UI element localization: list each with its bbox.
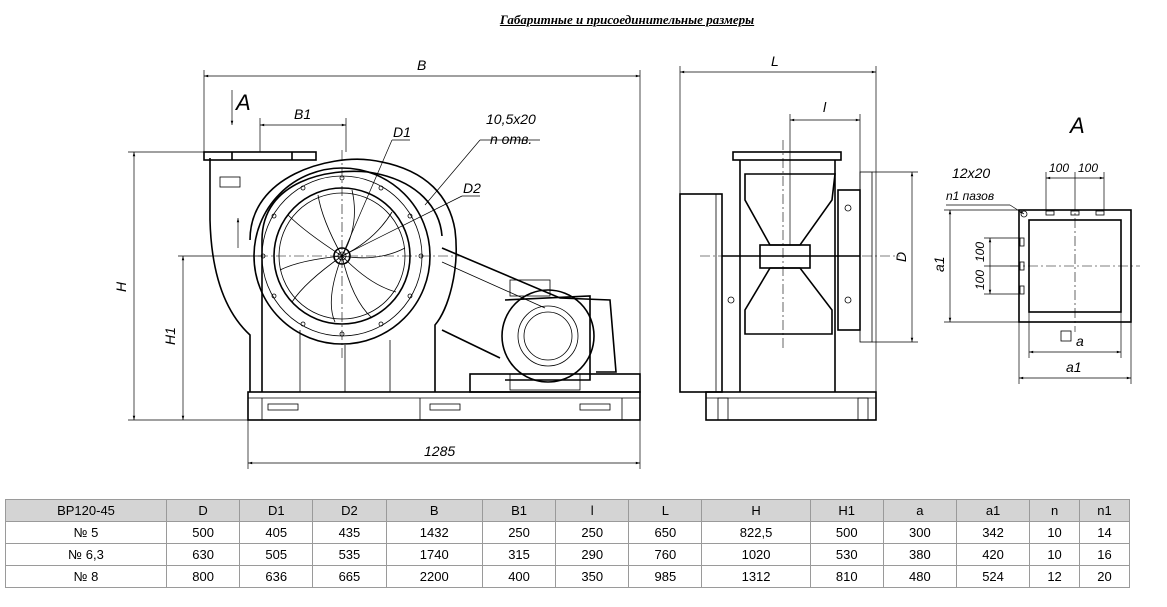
dim-l-upper-label: L (771, 53, 779, 69)
table-cell: 810 (809, 565, 884, 588)
impeller (240, 150, 460, 360)
table-cell: 665 (312, 565, 387, 588)
table-cell: 500 (809, 521, 884, 544)
col-header-d: D (165, 499, 241, 522)
view-a-dimensions (944, 172, 1132, 384)
table-row: № 5 500 405 435 1432 250 250 650 822,5 5… (5, 521, 1130, 544)
col-header-l: L (628, 499, 703, 522)
col-header-n1: n1 (1079, 499, 1130, 522)
dimensions-table: ВР120-45 D D1 D2 B B1 l L H H1 a a1 n n1… (5, 499, 1130, 588)
table-cell: 505 (239, 543, 314, 566)
table-cell: 10 (1029, 543, 1080, 566)
table-cell: 650 (628, 521, 703, 544)
table-cell: 405 (239, 521, 314, 544)
fan-housing (203, 151, 457, 392)
table-cell: 1020 (701, 543, 811, 566)
table-cell: 380 (882, 543, 957, 566)
flange (1010, 200, 1140, 342)
table-cell: 435 (312, 521, 387, 544)
table-cell: 342 (955, 521, 1031, 544)
hole-count-label: n отв. (490, 131, 532, 147)
col-header-h: H (701, 499, 811, 522)
table-cell: 800 (165, 565, 241, 588)
table-cell: 985 (628, 565, 703, 588)
dim-h1-label: H1 (162, 327, 178, 345)
col-header-d1: D1 (239, 499, 314, 522)
table-cell: 630 (165, 543, 241, 566)
col-header-d2: D2 (312, 499, 387, 522)
col-header-h1: H1 (809, 499, 884, 522)
table-cell: 290 (555, 543, 630, 566)
view-a: A 12х20 n1 пазов 100 100 100 100 a1 a a1 (931, 113, 1140, 384)
table-cell: № 5 (5, 521, 167, 544)
side-view-dimensions (128, 70, 641, 469)
dim-l-lower-label: l (823, 99, 827, 115)
table-cell: 12 (1029, 565, 1080, 588)
pitch-top-2-label: 100 (1078, 161, 1098, 175)
table-cell: 524 (955, 565, 1031, 588)
col-header-n: n (1029, 499, 1080, 522)
table-cell: 822,5 (701, 521, 811, 544)
col-header-model: ВР120-45 (5, 499, 167, 522)
technical-drawing: A B B1 D1 D2 10,5х20 n отв. H H1 1285 (113, 53, 1140, 469)
col-header-a1: a1 (955, 499, 1031, 522)
hole-size-label: 10,5х20 (486, 111, 536, 127)
view-a-marker: A (234, 90, 251, 115)
front-view-body (679, 140, 900, 421)
table-cell: 760 (628, 543, 703, 566)
pitch-top-1-label: 100 (1049, 161, 1069, 175)
table-header-row: ВР120-45 D D1 D2 B B1 l L H H1 a a1 n n1 (5, 499, 1130, 522)
table-cell: 250 (481, 521, 557, 544)
dim-d2-label: D2 (463, 180, 481, 196)
drawing-title: Габаритные и присоединительные размеры (499, 12, 755, 27)
table-cell: 1740 (385, 543, 483, 566)
dim-d1-label: D1 (393, 124, 411, 140)
col-header-a: a (882, 499, 957, 522)
table-cell: № 8 (5, 565, 167, 588)
view-a-title: A (1068, 113, 1085, 138)
dim-b1-label: B1 (294, 106, 311, 122)
dim-a1-bottom-label: a1 (1066, 359, 1082, 375)
front-view: L l D (679, 53, 918, 421)
table-cell: 535 (312, 543, 387, 566)
table-cell: 20 (1079, 565, 1130, 588)
table-row: № 8 800 636 665 2200 400 350 985 1312 81… (5, 565, 1130, 588)
slot-size-label: 12х20 (952, 165, 990, 181)
table-cell: № 6,3 (5, 543, 167, 566)
dim-h-label: H (113, 281, 129, 292)
table-cell: 16 (1079, 543, 1130, 566)
motor-assembly (441, 247, 617, 391)
table-cell: 10 (1029, 521, 1080, 544)
table-cell: 300 (882, 521, 957, 544)
dim-d-label: D (893, 252, 909, 262)
table-cell: 315 (481, 543, 557, 566)
pitch-side-1-label: 100 (973, 242, 987, 262)
table-cell: 420 (955, 543, 1031, 566)
dim-a1-side-label: a1 (931, 256, 947, 272)
table-cell: 500 (165, 521, 241, 544)
table-row: № 6,3 630 505 535 1740 315 290 760 1020 … (5, 543, 1130, 566)
table-cell: 1312 (701, 565, 811, 588)
dim-base-label: 1285 (424, 443, 455, 459)
table-cell: 250 (555, 521, 630, 544)
dim-a-label: a (1076, 333, 1084, 349)
dim-b-label: B (417, 57, 426, 73)
col-header-b: B (385, 499, 483, 522)
table-cell: 636 (239, 565, 314, 588)
front-view-dimensions (679, 66, 918, 392)
table-cell: 2200 (385, 565, 483, 588)
table-cell: 400 (481, 565, 557, 588)
pitch-side-2-label: 100 (973, 270, 987, 290)
col-header-b1: B1 (481, 499, 557, 522)
base-frame (247, 373, 641, 421)
slot-count-label: n1 пазов (946, 189, 994, 203)
table-cell: 350 (555, 565, 630, 588)
table-cell: 530 (809, 543, 884, 566)
table-cell: 14 (1079, 521, 1130, 544)
table-cell: 480 (882, 565, 957, 588)
table-cell: 1432 (385, 521, 483, 544)
col-header-l-small: l (555, 499, 630, 522)
side-view: A B B1 D1 D2 10,5х20 n отв. H H1 1285 (113, 57, 641, 469)
